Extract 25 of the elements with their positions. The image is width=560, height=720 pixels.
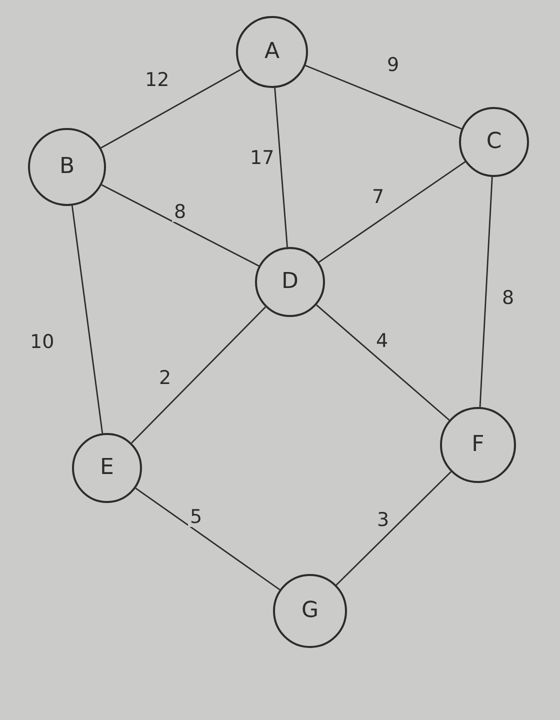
- node-circle: [440, 407, 516, 483]
- node-letter: A: [264, 41, 280, 63]
- node-circle: [236, 16, 308, 88]
- connector-line: [316, 304, 450, 421]
- node-letter: B: [59, 156, 75, 178]
- connector-line: [274, 88, 288, 248]
- node-letter: C: [486, 131, 502, 153]
- connector-line: [135, 488, 280, 590]
- connector-line: [131, 306, 266, 444]
- connector-line: [479, 176, 493, 408]
- connector-line: [101, 184, 260, 267]
- connector-line: [305, 64, 462, 130]
- node-circle: [459, 107, 529, 177]
- connector-line: [336, 471, 452, 586]
- node-letter: F: [472, 434, 484, 456]
- connector-line: [71, 206, 104, 434]
- node-letter: E: [100, 457, 114, 479]
- connector-line: [100, 69, 241, 149]
- node-letter: G: [301, 600, 319, 622]
- connector-line: [318, 161, 466, 263]
- node-letter: D: [282, 271, 298, 293]
- node-circle: [28, 128, 106, 206]
- node-circle: [273, 574, 347, 648]
- node-circle: [72, 433, 142, 503]
- node-circle: [255, 247, 325, 317]
